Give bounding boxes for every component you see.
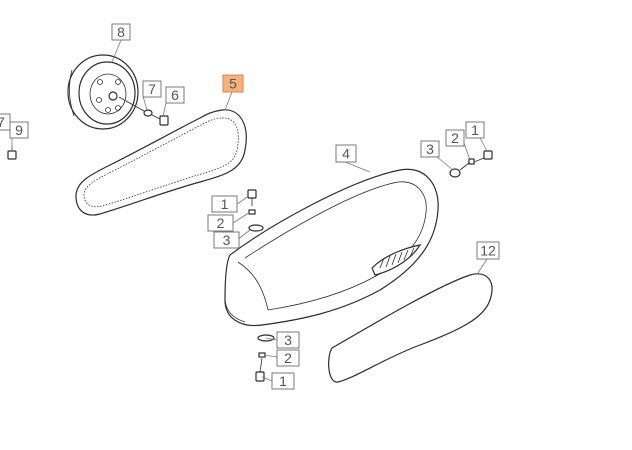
callout-12[interactable]: 12 (476, 241, 500, 260)
bolt-icon[interactable] (247, 189, 257, 206)
svg-text:7: 7 (0, 114, 5, 130)
callout-4[interactable]: 4 (335, 144, 357, 163)
svg-text:8: 8 (117, 24, 125, 40)
callout-7-left[interactable]: 7 (0, 113, 11, 131)
bolt-icon[interactable] (255, 357, 265, 382)
callout-6[interactable]: 6 (165, 86, 185, 104)
washer-icon[interactable] (449, 162, 470, 178)
callout-1-lower[interactable]: 1 (271, 372, 295, 390)
nut-icon[interactable] (468, 158, 475, 165)
bolt-icon[interactable] (473, 150, 493, 163)
callout-5-highlighted[interactable]: 5 (222, 74, 244, 93)
callout-8[interactable]: 8 (111, 23, 131, 41)
callout-2-lower[interactable]: 2 (276, 349, 300, 367)
nut-icon[interactable] (248, 209, 256, 215)
svg-text:1: 1 (221, 196, 229, 212)
svg-text:12: 12 (480, 243, 496, 259)
svg-text:4: 4 (342, 146, 350, 162)
callout-7[interactable]: 7 (142, 80, 162, 98)
svg-text:3: 3 (223, 232, 231, 248)
svg-text:2: 2 (451, 130, 459, 146)
svg-text:3: 3 (426, 141, 434, 157)
callout-3-upper-middle[interactable]: 3 (213, 231, 240, 249)
svg-text:7: 7 (148, 81, 156, 97)
svg-text:3: 3 (284, 332, 292, 348)
callout-1-upper-right[interactable]: 1 (465, 121, 485, 139)
svg-text:6: 6 (171, 87, 179, 103)
callout-1-upper-middle[interactable]: 1 (211, 195, 238, 213)
svg-text:9: 9 (15, 122, 23, 138)
pulley-icon[interactable] (67, 54, 139, 130)
belt-guard-cover-icon[interactable] (224, 168, 439, 327)
svg-text:1: 1 (471, 122, 479, 138)
bolt-icon[interactable] (118, 96, 169, 126)
guard-gasket-icon[interactable] (328, 273, 493, 383)
drive-belt-icon[interactable] (75, 109, 247, 216)
callout-3-upper-right[interactable]: 3 (420, 140, 440, 158)
callout-3-lower[interactable]: 3 (276, 331, 300, 349)
callout-2-upper-right[interactable]: 2 (445, 129, 465, 147)
svg-text:5: 5 (229, 76, 237, 92)
washer-icon[interactable] (248, 224, 264, 232)
callout-2-upper-middle[interactable]: 2 (207, 214, 234, 232)
svg-text:2: 2 (217, 215, 225, 231)
callout-9[interactable]: 9 (9, 121, 29, 139)
svg-text:2: 2 (284, 350, 292, 366)
svg-text:1: 1 (279, 373, 287, 389)
